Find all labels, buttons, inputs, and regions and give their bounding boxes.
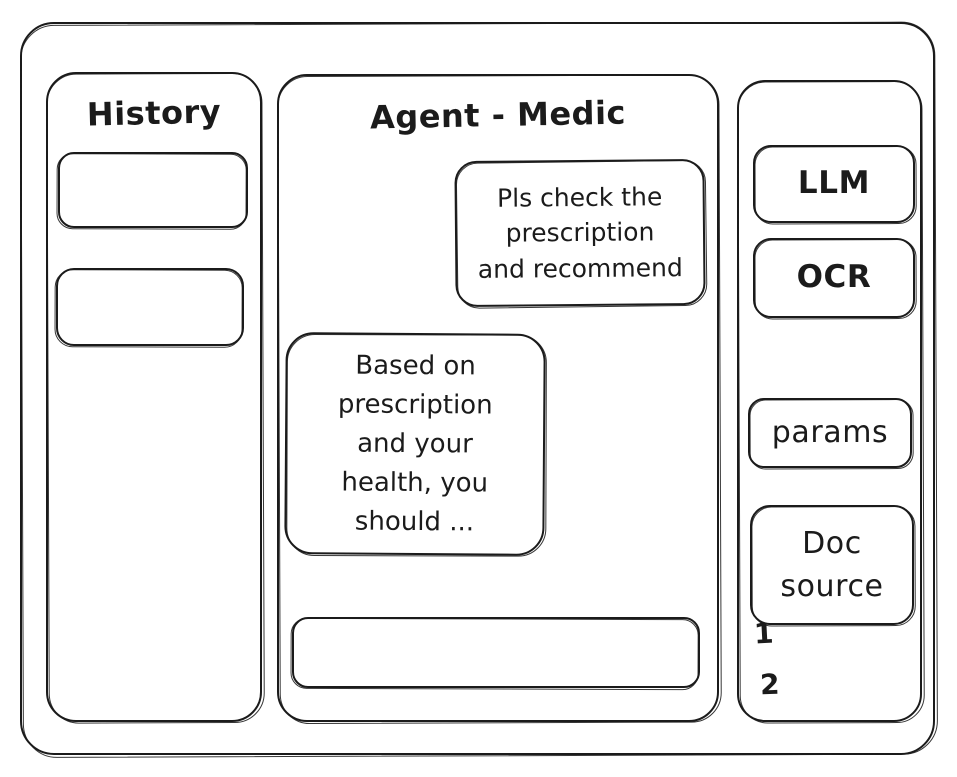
tool-button-doc-source-label: Doc source bbox=[780, 525, 884, 605]
history-panel-title: History bbox=[86, 92, 222, 134]
tool-button-ocr-label: OCR bbox=[796, 259, 872, 296]
tool-button-ocr[interactable]: OCR bbox=[753, 238, 915, 318]
window-frame bbox=[20, 22, 935, 755]
history-panel bbox=[46, 72, 262, 722]
tool-button-params[interactable]: params bbox=[748, 398, 912, 468]
annotation-number-1: 1 bbox=[753, 616, 775, 651]
chat-panel bbox=[277, 74, 719, 722]
agent-message-bubble: Based on prescription and your health, y… bbox=[284, 332, 546, 556]
annotation-number-2: 2 bbox=[759, 667, 781, 702]
tool-button-llm-label: LLM bbox=[797, 165, 871, 202]
tool-button-params-label: params bbox=[771, 415, 889, 450]
message-input[interactable] bbox=[292, 617, 700, 688]
tool-button-llm[interactable]: LLM bbox=[753, 145, 915, 223]
history-list-item[interactable] bbox=[56, 268, 244, 346]
history-list-item[interactable] bbox=[58, 152, 248, 228]
user-message-text: Pls check the prescription and recommend bbox=[477, 182, 683, 284]
tools-panel bbox=[737, 80, 922, 722]
agent-message-text: Based on prescription and your health, y… bbox=[337, 350, 493, 537]
tool-button-doc-source[interactable]: Doc source bbox=[750, 505, 914, 625]
user-message-bubble: Pls check the prescription and recommend bbox=[454, 159, 705, 307]
